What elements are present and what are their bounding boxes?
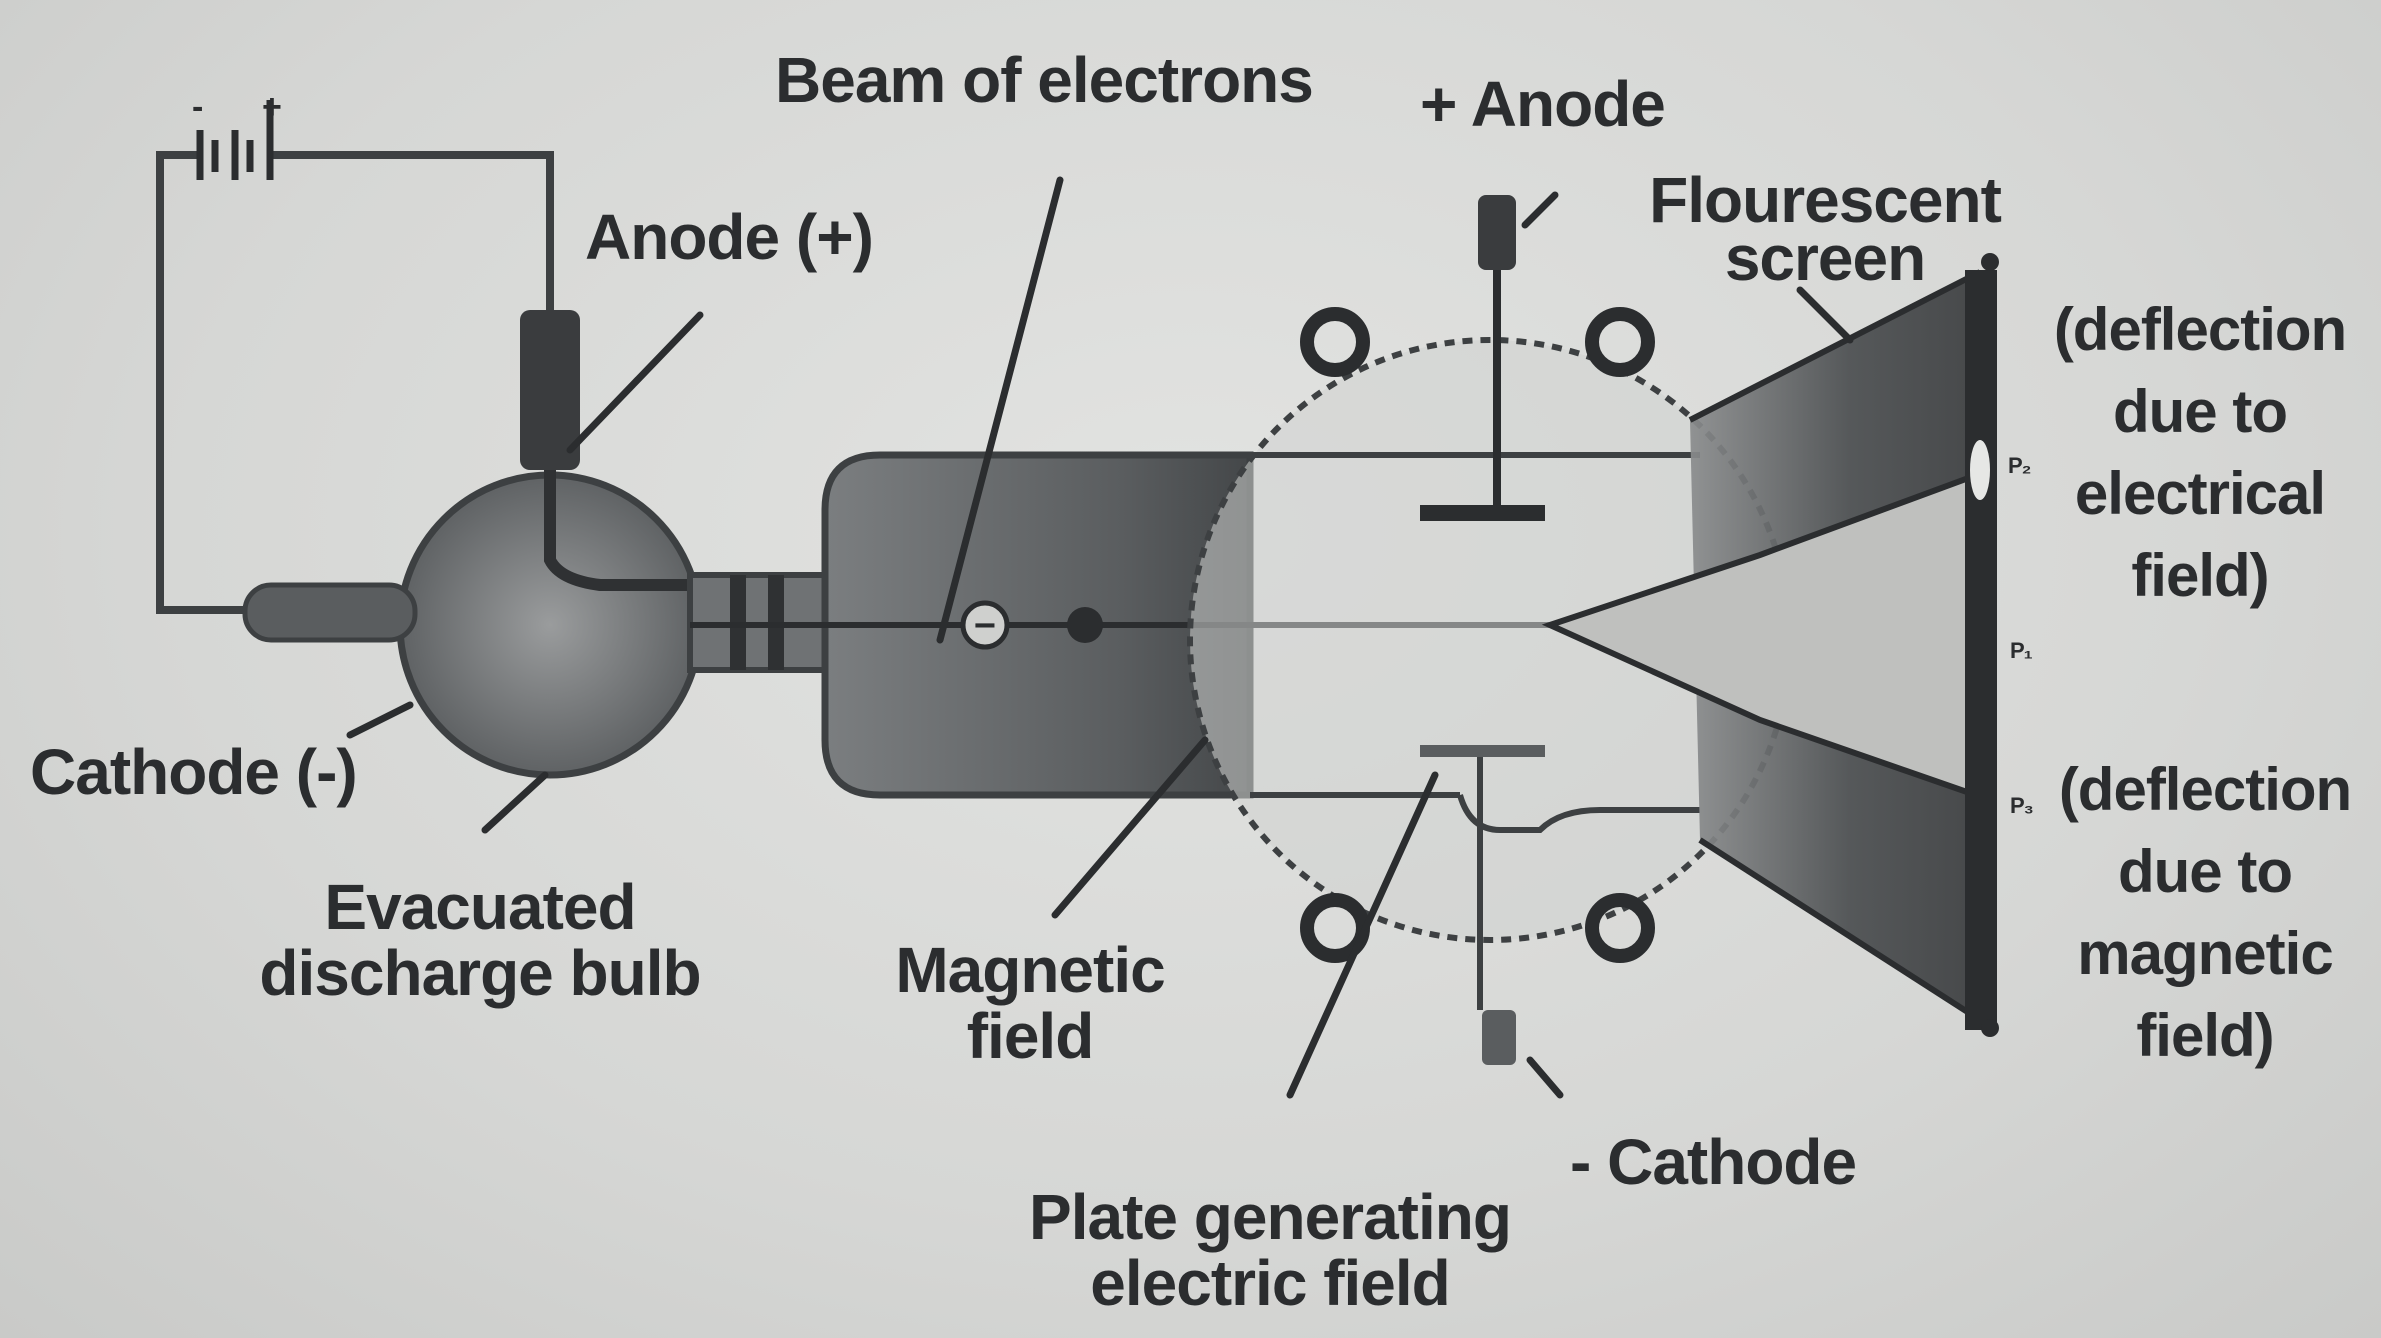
label-deflection-magnetic: (deflection due to magnetic field) [2030, 760, 2380, 1066]
label-fluorescent-screen: Flourescent screen [1625, 168, 2025, 290]
battery-minus-sign: - [192, 88, 203, 126]
magnet-pole-top-right [1592, 314, 1648, 370]
label-magnetic-line1: Magnetic [870, 938, 1190, 1002]
beam-dot [1067, 607, 1103, 643]
discharge-bulb [245, 310, 720, 775]
label-defl-elec-line1: (deflection [2025, 300, 2375, 360]
label-plate-line2: electric field [990, 1251, 1550, 1315]
upper-deflection-plate [1420, 505, 1545, 521]
label-point-p3: P₃ [2010, 795, 2033, 817]
screen-spot-p2 [1970, 440, 1990, 500]
label-defl-mag-line4: field) [2030, 1006, 2380, 1066]
label-anode-left: Anode (+) [585, 205, 873, 269]
battery-icon [200, 100, 270, 180]
label-anode-top: + Anode [1420, 72, 1665, 136]
label-point-p1: P₁ [2010, 640, 2032, 662]
label-cathode-left: Cathode (-) [30, 740, 357, 804]
magnet-pole-top-left [1307, 314, 1363, 370]
label-plate-electric-field: Plate generating electric field [990, 1185, 1550, 1315]
label-defl-elec-line4: field) [2025, 546, 2375, 606]
label-defl-elec-line3: electrical [2025, 464, 2375, 524]
label-evacuated-bulb: Evacuated discharge bulb [230, 875, 730, 1005]
lower-deflection-plate [1420, 745, 1545, 757]
fluorescent-screen [1965, 270, 1997, 1030]
label-plate-line1: Plate generating [990, 1185, 1550, 1249]
cathode-terminal [245, 585, 415, 640]
label-defl-mag-line3: magnetic [2030, 924, 2380, 984]
battery-plus-sign: + [262, 88, 282, 126]
label-magnetic-field: Magnetic field [870, 938, 1190, 1068]
label-defl-elec-line2: due to [2025, 382, 2375, 442]
label-deflection-electrical: (deflection due to electrical field) [2025, 300, 2375, 606]
svg-text:−: − [974, 605, 996, 647]
label-magnetic-line2: field [870, 1004, 1190, 1068]
label-point-p2: P₂ [2008, 455, 2030, 477]
label-defl-mag-line1: (deflection [2030, 760, 2380, 820]
label-evacuated-line1: Evacuated [230, 875, 730, 939]
electron-particle: − [963, 603, 1007, 647]
label-defl-mag-line2: due to [2030, 842, 2380, 902]
label-beam-of-electrons: Beam of electrons [775, 48, 1313, 112]
label-evacuated-line2: discharge bulb [230, 941, 730, 1005]
label-cathode-bottom: - Cathode [1570, 1130, 1856, 1194]
